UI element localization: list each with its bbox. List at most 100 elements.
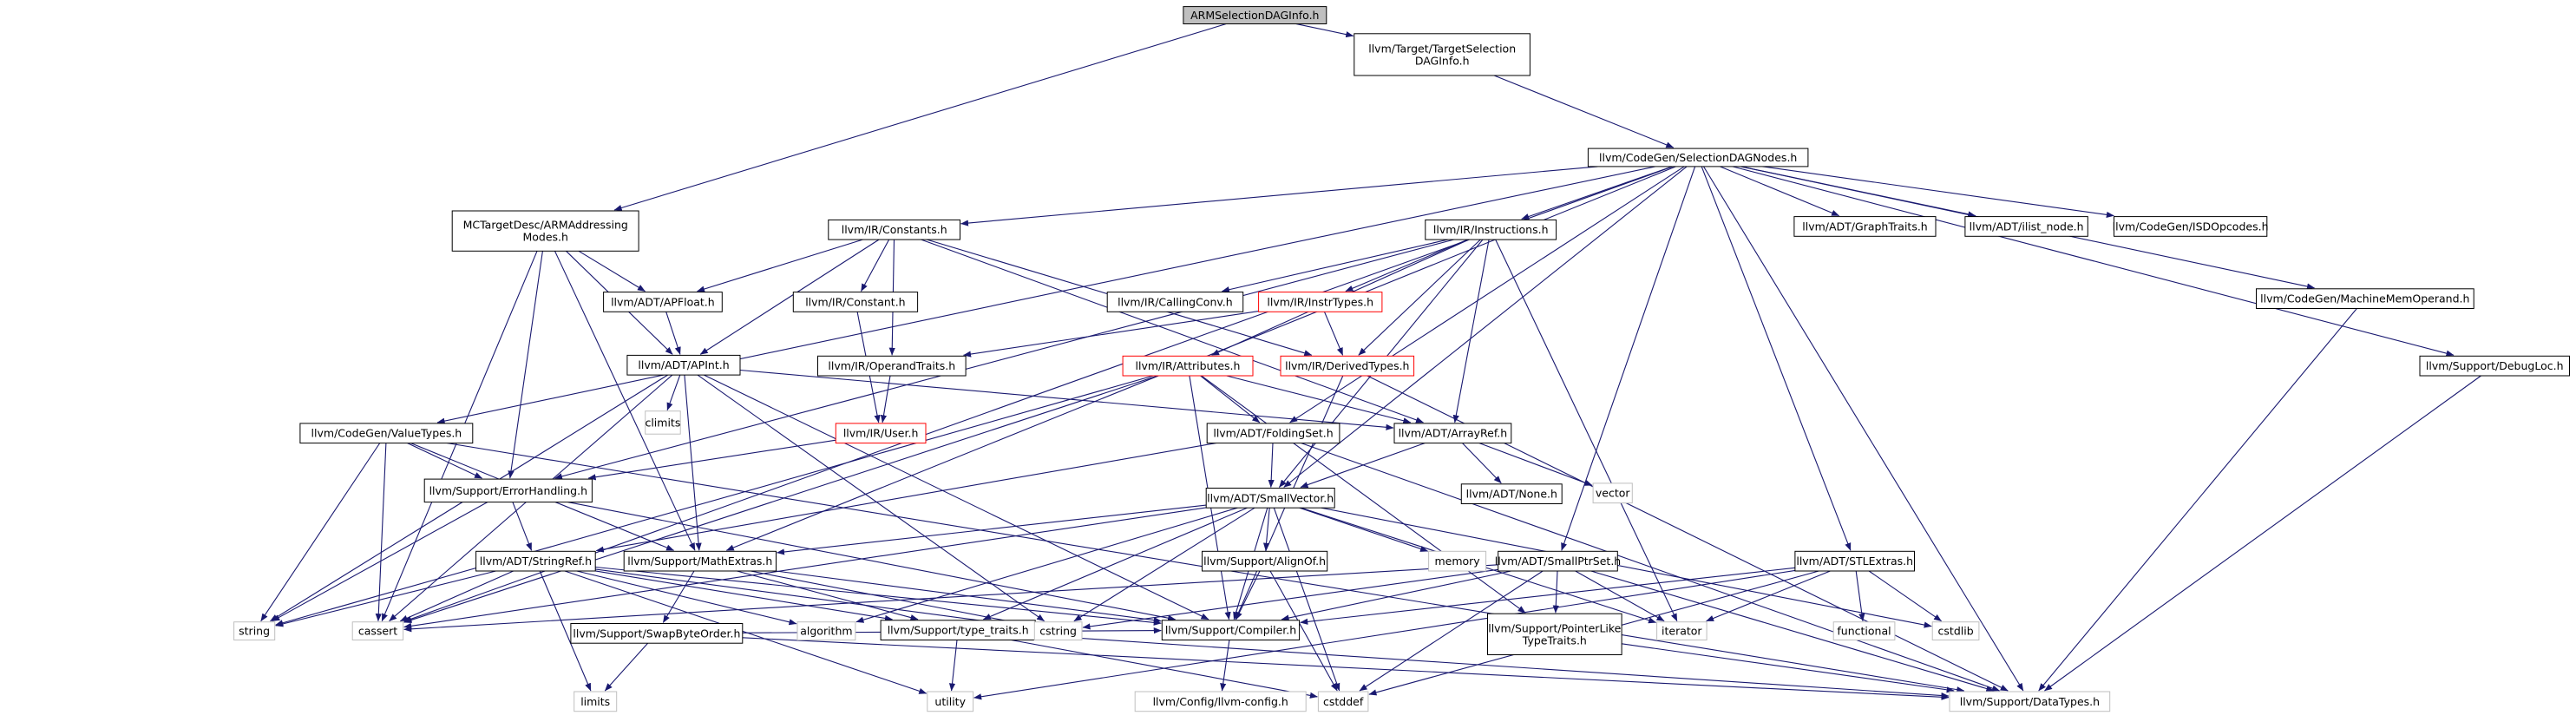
node-box[interactable]	[626, 354, 741, 376]
node-box[interactable]	[796, 621, 856, 641]
node-box[interactable]	[1317, 691, 1369, 712]
node-box[interactable]	[1134, 691, 1307, 712]
node-instrtypes[interactable]: llvm/IR/InstrTypes.h	[1258, 292, 1383, 312]
node-arrayref[interactable]: llvm/ADT/ArrayRef.h	[1393, 423, 1512, 444]
node-box[interactable]	[1161, 620, 1301, 640]
node-box[interactable]	[835, 423, 927, 444]
node-box[interactable]	[475, 550, 596, 572]
node-box[interactable]	[233, 621, 276, 641]
edge-arrayref-to-smallvec	[1300, 442, 1426, 489]
node-functional[interactable]: functional	[1832, 621, 1896, 641]
node-derived[interactable]: llvm/IR/DerivedTypes.h	[1280, 355, 1415, 377]
node-box[interactable]	[423, 478, 593, 503]
node-root[interactable]: ARMSelectionDAGInfo.h	[1183, 6, 1327, 24]
node-cstddef[interactable]: cstddef	[1317, 691, 1369, 712]
node-box[interactable]	[1205, 488, 1335, 509]
node-apfloat[interactable]: llvm/ADT/APFloat.h	[603, 292, 723, 312]
node-consts[interactable]: llvm/IR/Constants.h	[828, 219, 960, 240]
node-box[interactable]	[1656, 621, 1708, 641]
node-mmo[interactable]: llvm/CodeGen/MachineMemOperand.h	[2256, 288, 2474, 309]
node-smallvec[interactable]: llvm/ADT/SmallVector.h	[1205, 488, 1335, 509]
node-limits[interactable]: limits	[574, 691, 618, 712]
node-box[interactable]	[1794, 550, 1915, 572]
node-mathextras[interactable]: llvm/Support/MathExtras.h	[623, 550, 777, 572]
node-box[interactable]	[2114, 216, 2268, 237]
node-optraits[interactable]: llvm/IR/OperandTraits.h	[817, 355, 967, 377]
node-typetraits[interactable]: llvm/Support/type_traits.h	[880, 620, 1036, 640]
node-instrs[interactable]: llvm/IR/Instructions.h	[1425, 219, 1557, 240]
node-graphtraits[interactable]: llvm/ADT/GraphTraits.h	[1793, 216, 1937, 237]
node-constant[interactable]: llvm/IR/Constant.h	[792, 292, 919, 312]
node-swapbyte[interactable]: llvm/Support/SwapByteOrder.h	[570, 623, 744, 644]
node-box[interactable]	[1592, 482, 1633, 504]
node-cassert[interactable]: cassert	[351, 621, 404, 641]
node-vector[interactable]: vector	[1592, 482, 1633, 504]
node-datatypes[interactable]: llvm/Support/DataTypes.h	[1949, 691, 2111, 712]
node-box[interactable]	[299, 423, 474, 444]
node-box[interactable]	[1354, 33, 1531, 76]
node-box[interactable]	[1183, 6, 1327, 24]
node-cstring[interactable]: cstring	[1033, 621, 1083, 641]
node-attrs[interactable]: llvm/IR/Attributes.h	[1122, 355, 1254, 377]
node-box[interactable]	[1428, 550, 1487, 572]
node-alignof[interactable]: llvm/Support/AlignOf.h	[1202, 550, 1328, 572]
node-cstdlib[interactable]: cstdlib	[1931, 621, 1980, 641]
node-box[interactable]	[570, 623, 744, 644]
node-box[interactable]	[1793, 216, 1937, 237]
node-apint[interactable]: llvm/ADT/APInt.h	[626, 354, 741, 376]
node-foldingset[interactable]: llvm/ADT/FoldingSet.h	[1206, 423, 1340, 444]
node-box[interactable]	[623, 550, 777, 572]
node-algorithm[interactable]: algorithm	[796, 621, 856, 641]
node-ilistnode[interactable]: llvm/ADT/ilist_node.h	[1964, 216, 2088, 237]
node-box[interactable]	[1122, 355, 1254, 377]
node-box[interactable]	[1832, 621, 1896, 641]
node-box[interactable]	[1487, 613, 1622, 656]
node-box[interactable]	[828, 219, 960, 240]
node-box[interactable]	[1033, 621, 1083, 641]
node-sdn[interactable]: llvm/CodeGen/SelectionDAGNodes.h	[1587, 148, 1809, 167]
node-debugloc[interactable]: llvm/Support/DebugLoc.h	[2419, 355, 2570, 377]
node-box[interactable]	[1460, 483, 1563, 504]
node-box[interactable]	[1106, 292, 1244, 312]
node-box[interactable]	[1964, 216, 2088, 237]
node-string[interactable]: string	[233, 621, 276, 641]
node-box[interactable]	[603, 292, 723, 312]
node-callingconv[interactable]: llvm/IR/CallingConv.h	[1106, 292, 1244, 312]
node-box[interactable]	[1931, 621, 1980, 641]
node-smallptrset[interactable]: llvm/ADT/SmallPtrSet.h	[1495, 550, 1621, 572]
node-box[interactable]	[927, 691, 974, 712]
node-box[interactable]	[792, 292, 919, 312]
node-box[interactable]	[1425, 219, 1557, 240]
node-memory[interactable]: memory	[1428, 550, 1487, 572]
node-stlextras[interactable]: llvm/ADT/STLExtras.h	[1794, 550, 1915, 572]
node-box[interactable]	[451, 210, 639, 252]
node-errh[interactable]: llvm/Support/ErrorHandling.h	[423, 478, 593, 503]
node-climits[interactable]: climits	[645, 410, 681, 435]
node-user[interactable]: llvm/IR/User.h	[835, 423, 927, 444]
node-llvmconfig[interactable]: llvm/Config/llvm-config.h	[1134, 691, 1307, 712]
node-box[interactable]	[645, 410, 681, 435]
node-valuetypes[interactable]: llvm/CodeGen/ValueTypes.h	[299, 423, 474, 444]
node-box[interactable]	[351, 621, 404, 641]
node-box[interactable]	[1206, 423, 1340, 444]
node-box[interactable]	[2419, 355, 2570, 377]
node-stringref[interactable]: llvm/ADT/StringRef.h	[475, 550, 596, 572]
node-compiler[interactable]: llvm/Support/Compiler.h	[1161, 620, 1301, 640]
node-box[interactable]	[2256, 288, 2474, 309]
node-iterator[interactable]: iterator	[1656, 621, 1708, 641]
node-box[interactable]	[1280, 355, 1415, 377]
node-box[interactable]	[1393, 423, 1512, 444]
node-box[interactable]	[817, 355, 967, 377]
node-box[interactable]	[1258, 292, 1383, 312]
node-box[interactable]	[1949, 691, 2111, 712]
node-box[interactable]	[574, 691, 618, 712]
node-box[interactable]	[1498, 550, 1618, 572]
node-isdop[interactable]: llvm/CodeGen/ISDOpcodes.h	[2113, 216, 2269, 237]
node-box[interactable]	[1202, 550, 1328, 572]
node-box[interactable]	[1587, 148, 1809, 167]
node-none[interactable]: llvm/ADT/None.h	[1460, 483, 1563, 504]
node-utility[interactable]: utility	[927, 691, 974, 712]
